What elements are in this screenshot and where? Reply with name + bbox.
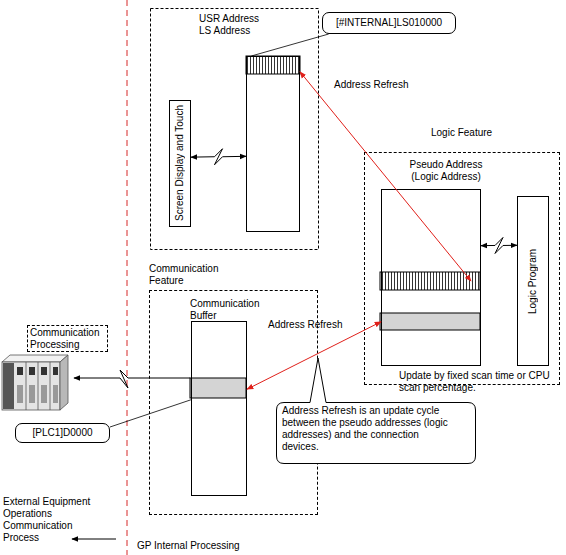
plc-window bbox=[29, 367, 35, 375]
divider-line bbox=[127, 0, 128, 555]
plc-power-module bbox=[3, 363, 14, 409]
leader-line bbox=[110, 400, 191, 427]
exchange-arrow bbox=[191, 149, 246, 165]
feature-group: Logic FeatureUpdate by fixed scan time o… bbox=[364, 152, 560, 385]
node-text: Pseudo Address (Logic Address) bbox=[406, 159, 486, 183]
node-text: [PLC1]D0000 bbox=[16, 424, 109, 442]
callout-outline bbox=[277, 358, 476, 464]
leader-line bbox=[251, 34, 328, 56]
free-label: GP Internal Processing bbox=[137, 540, 257, 552]
communication-arrow bbox=[74, 370, 190, 388]
process-box: Logic Program bbox=[517, 196, 549, 366]
gray-band bbox=[190, 378, 246, 398]
plc-illustration bbox=[2, 355, 68, 410]
plc-terminal bbox=[29, 385, 35, 403]
node-text: Logic Program bbox=[518, 197, 548, 365]
note-callout: Address Refresh is an update cycle betwe… bbox=[276, 402, 476, 464]
plc-side bbox=[60, 355, 68, 410]
process-box: Communication Processing bbox=[27, 325, 108, 352]
edge-label: Address Refresh bbox=[334, 79, 424, 91]
edge-label: Address Refresh bbox=[268, 319, 358, 331]
address-callout: [PLC1]D0000 bbox=[15, 423, 110, 443]
node-text: Update by fixed scan time or CPU scan pe… bbox=[399, 370, 557, 394]
node-text: [#INTERNAL]LS010000 bbox=[323, 13, 455, 33]
direction-arrow bbox=[72, 539, 116, 540]
plc-module-edge bbox=[50, 362, 51, 410]
node-text: Communication Feature bbox=[149, 263, 239, 287]
node-text: Address Refresh is an update cycle betwe… bbox=[282, 405, 457, 453]
node-text: Communication Buffer bbox=[190, 298, 270, 322]
node-text: Screen Display and Touch bbox=[170, 101, 190, 226]
feature-frame bbox=[151, 9, 319, 250]
plc-terminal bbox=[17, 385, 23, 403]
hatched-band bbox=[246, 56, 300, 74]
process-box: Screen Display and Touch bbox=[169, 100, 191, 227]
exchange-arrow bbox=[481, 237, 517, 253]
memory-column: USR Address LS Address bbox=[246, 56, 300, 232]
plc-window bbox=[17, 367, 23, 375]
address-callout: [#INTERNAL]LS010000 bbox=[322, 12, 456, 34]
node-text: USR Address LS Address bbox=[199, 13, 267, 37]
plc-top bbox=[2, 355, 68, 362]
free-label: External Equipment Operations Communicat… bbox=[3, 496, 103, 544]
plc-module-edge bbox=[38, 362, 39, 410]
memory-column: Pseudo Address (Logic Address) bbox=[381, 189, 481, 366]
plc-window bbox=[41, 367, 47, 375]
plc-module-edge bbox=[26, 362, 27, 410]
plc-terminal bbox=[41, 385, 47, 403]
memory-column: Communication Buffer bbox=[191, 321, 247, 496]
plc-front bbox=[2, 362, 60, 410]
hatched-band bbox=[380, 272, 480, 290]
plc-terminal bbox=[53, 385, 58, 403]
plc-window bbox=[53, 367, 58, 375]
gray-band bbox=[380, 313, 480, 330]
node-text: Logic Feature bbox=[431, 127, 511, 139]
node-text: Communication Processing bbox=[30, 327, 108, 351]
